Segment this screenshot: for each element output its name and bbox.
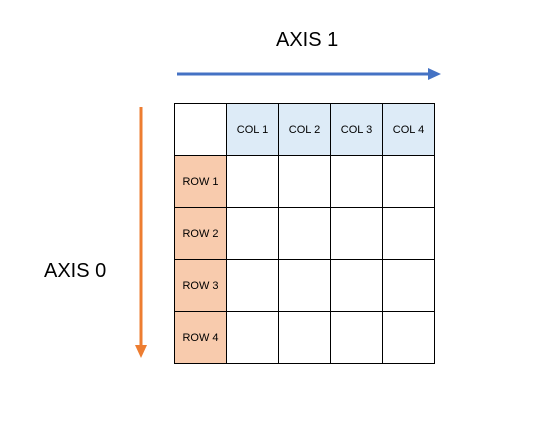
column-header-4: COL 4	[382, 103, 435, 156]
grid-cell	[330, 311, 383, 364]
grid-cell	[278, 155, 331, 208]
grid-cell	[226, 311, 279, 364]
column-header-3: COL 3	[330, 103, 383, 156]
table-row: ROW 1	[174, 155, 435, 208]
table-row: ROW 4	[174, 311, 435, 364]
axis-1-label: AXIS 1	[276, 29, 339, 51]
data-grid: COL 1 COL 2 COL 3 COL 4 ROW 1 ROW 2 ROW …	[174, 103, 435, 364]
corner-cell	[174, 103, 227, 156]
column-header-2: COL 2	[278, 103, 331, 156]
row-header-2: ROW 2	[174, 207, 227, 260]
grid-cell	[226, 259, 279, 312]
grid-cell	[382, 207, 435, 260]
grid-cell	[382, 311, 435, 364]
grid-cell	[278, 207, 331, 260]
grid-cell	[330, 259, 383, 312]
grid-cell	[278, 311, 331, 364]
table-row: ROW 2	[174, 207, 435, 260]
column-header-1: COL 1	[226, 103, 279, 156]
grid-cell	[278, 259, 331, 312]
row-header-1: ROW 1	[174, 155, 227, 208]
grid-cell	[226, 207, 279, 260]
header-row: COL 1 COL 2 COL 3 COL 4	[174, 103, 435, 156]
axis-0-label: AXIS 0	[44, 260, 107, 282]
grid-cell	[382, 155, 435, 208]
grid-cell	[382, 259, 435, 312]
row-header-3: ROW 3	[174, 259, 227, 312]
axis-1-arrow	[177, 68, 441, 80]
axis-0-arrow	[135, 107, 147, 358]
grid-cell	[226, 155, 279, 208]
grid-cell	[330, 155, 383, 208]
row-header-4: ROW 4	[174, 311, 227, 364]
grid-cell	[330, 207, 383, 260]
table-row: ROW 3	[174, 259, 435, 312]
